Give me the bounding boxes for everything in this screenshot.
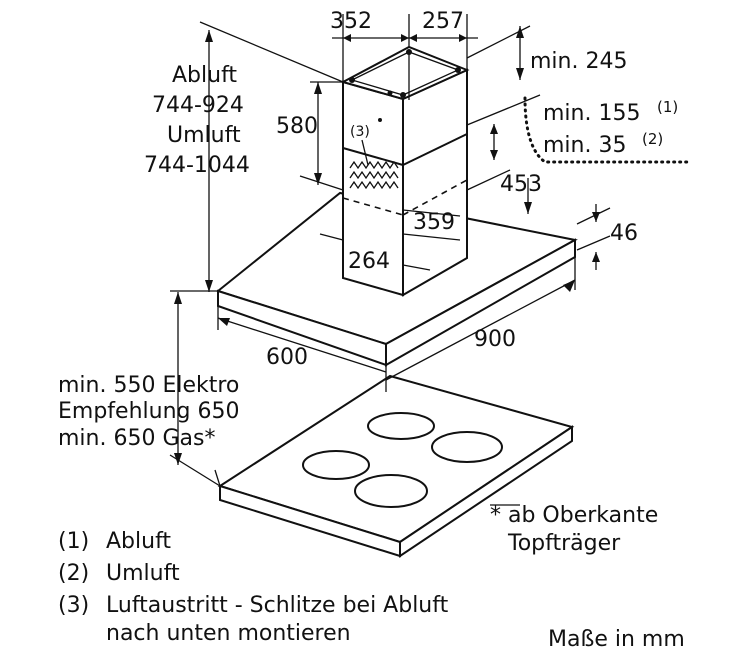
label-recirc: Umluft [167,123,241,148]
dim-min-recirc: min. 35 [543,133,626,158]
footnote-line1: * ab Oberkante [490,503,658,528]
cooktop [217,374,575,558]
range-exhaust: 744-924 [152,93,244,118]
dim-thickness: 46 [610,221,638,246]
burner-front [354,474,428,508]
vent-slots [349,160,399,190]
legend-num: (2) [58,561,89,586]
cooktop-right-face [399,425,573,558]
footnote-line2: Topfträger [507,531,621,556]
chimney-joint-front [342,147,404,166]
screw-hole [378,118,382,122]
dim-depth-600: 600 [266,345,308,370]
dimension-lines [169,14,692,506]
burner-back [367,412,435,440]
legend-text: Abluft [106,529,171,554]
units-note: Maße in mm [548,627,685,652]
burner-left [302,450,370,480]
dim-inner-359: 359 [413,210,455,235]
legend-text: nach unten montieren [106,621,351,646]
label-exhaust: Abluft [172,63,237,88]
screw-hole [406,49,412,55]
screw-hole [387,90,393,96]
clearance-electric: min. 550 Elektro [58,373,239,398]
dim-inner-264: 264 [348,249,390,274]
ref-recirc: (2) [642,130,663,148]
legend-text: Luftaustritt - Schlitze bei Abluft [106,593,449,618]
dim-chimney-height: 580 [276,114,318,139]
screw-hole [455,67,461,73]
legend-text: Umluft [106,561,180,586]
dim-chimney-depth: 257 [422,9,464,34]
ref-slots: (3) [350,124,370,140]
dim-width-900: 900 [474,327,516,352]
dim-chimney-width: 352 [330,9,372,34]
burner-right [431,431,503,463]
range-recirc: 744-1044 [144,153,250,178]
labels: 352 257 Abluft 744-924 Umluft 744-1044 5… [58,9,685,652]
dim-min-top: min. 245 [530,49,627,74]
hidden-edge [402,179,468,216]
ref-exhaust: (1) [657,98,678,116]
legend: (1) Abluft (2) Umluft (3) Luftaustritt -… [58,529,449,646]
chimney-joint-right [402,133,468,166]
screw-hole [349,77,355,83]
chimney-right-face [402,68,468,297]
legend-num: (3) [58,593,89,618]
screw-hole [400,92,406,98]
clearance-gas: min. 650 Gas* [58,426,215,451]
clearance-recommended: Empfehlung 650 [58,399,239,424]
recirc-dotted-outline [523,96,692,164]
dim-offset-453: 453 [500,172,542,197]
legend-num: (1) [58,529,89,554]
dim-min-exhaust: min. 155 [543,101,640,126]
